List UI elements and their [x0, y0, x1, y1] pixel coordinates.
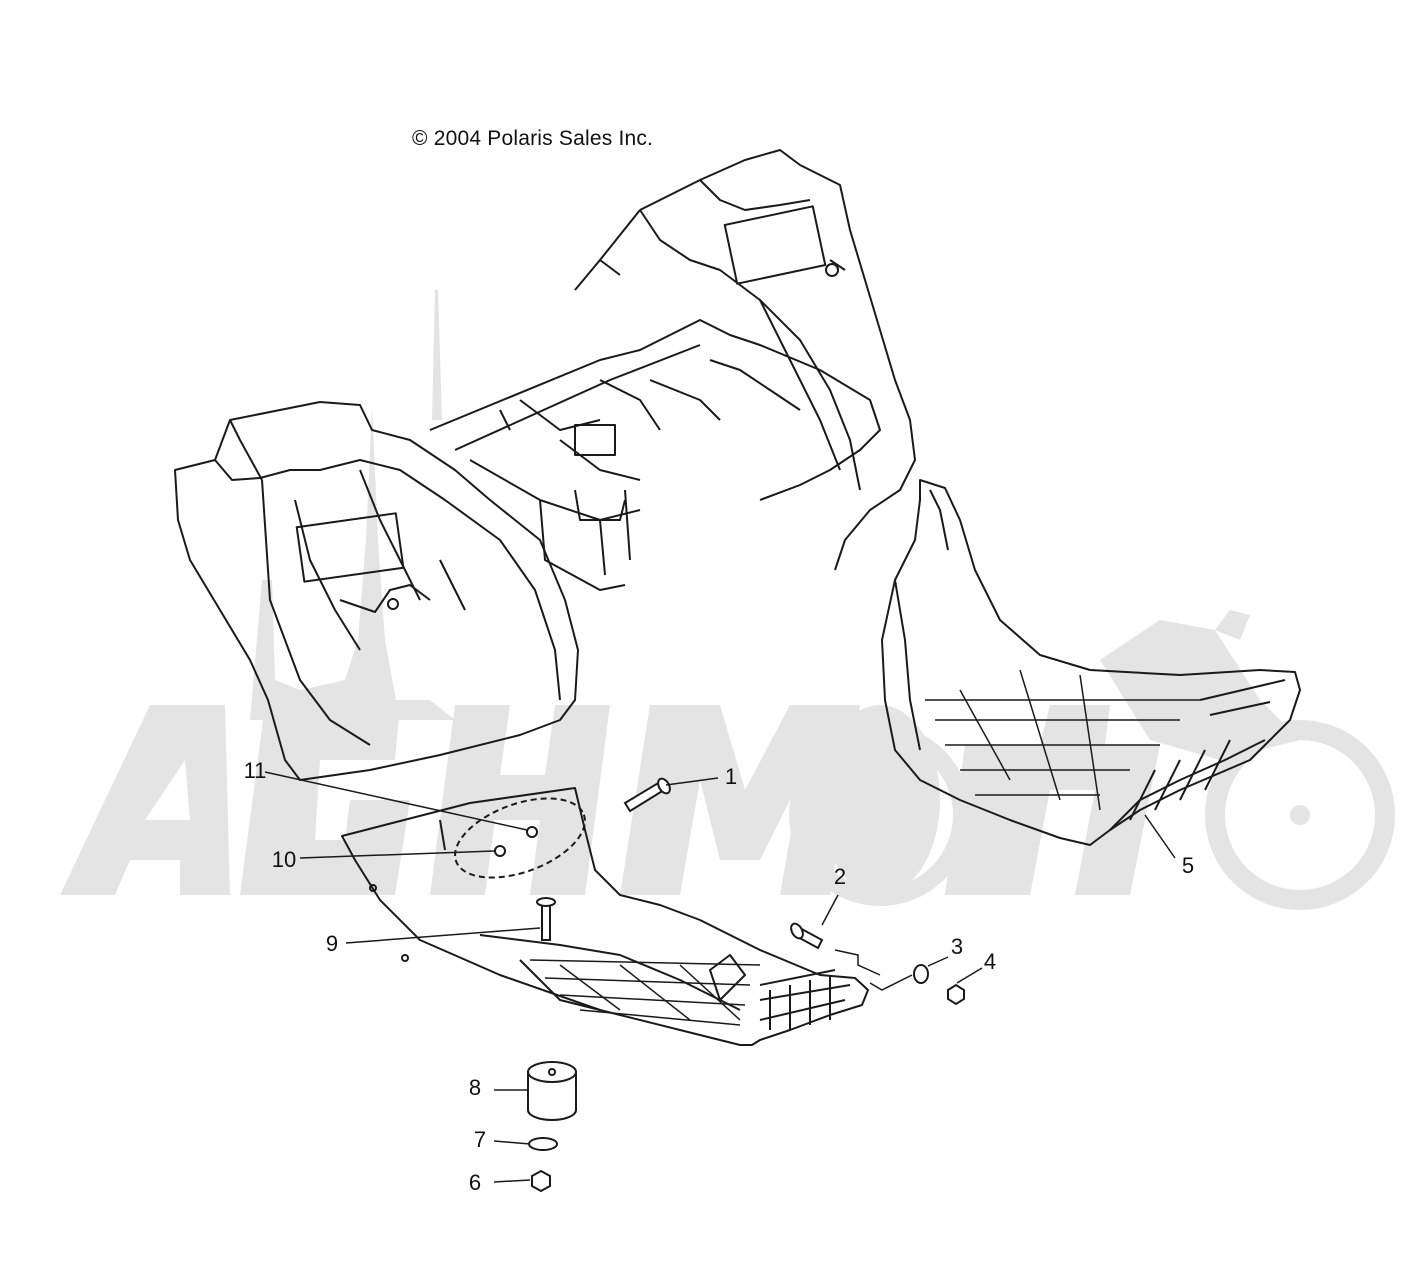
right-footwell-part-5 — [881, 479, 1301, 846]
watermark-logo — [60, 290, 1395, 910]
fastener-part-10 — [494, 845, 506, 857]
hardware — [494, 777, 965, 1193]
callout-1: 1 — [724, 764, 738, 789]
bolt-part-1 — [623, 777, 671, 813]
callout-11: 11 — [243, 758, 267, 783]
callout-5: 5 — [1181, 853, 1195, 878]
fastener-part-11 — [526, 826, 538, 838]
callout-8: 8 — [468, 1075, 482, 1100]
bolt-part-9 — [536, 897, 556, 941]
callout-9: 9 — [325, 931, 339, 956]
washer-part-7 — [528, 1137, 558, 1151]
rear-fender-assembly — [174, 149, 916, 781]
nut-part-6 — [531, 1169, 551, 1193]
callout-10: 10 — [271, 847, 297, 872]
bumper-part-8 — [527, 1061, 577, 1121]
bolt-part-2 — [790, 922, 824, 950]
washer-part-3 — [913, 964, 929, 984]
nut-part-4 — [947, 983, 965, 1006]
callout-2: 2 — [833, 864, 847, 889]
callout-6: 6 — [468, 1170, 482, 1195]
left-footwell — [341, 787, 869, 1046]
callout-4: 4 — [983, 949, 997, 974]
copyright-notice: © 2004 Polaris Sales Inc. — [412, 127, 654, 150]
leader-lines — [264, 771, 1176, 1183]
callout-3: 3 — [950, 934, 964, 959]
callout-7: 7 — [473, 1127, 487, 1152]
